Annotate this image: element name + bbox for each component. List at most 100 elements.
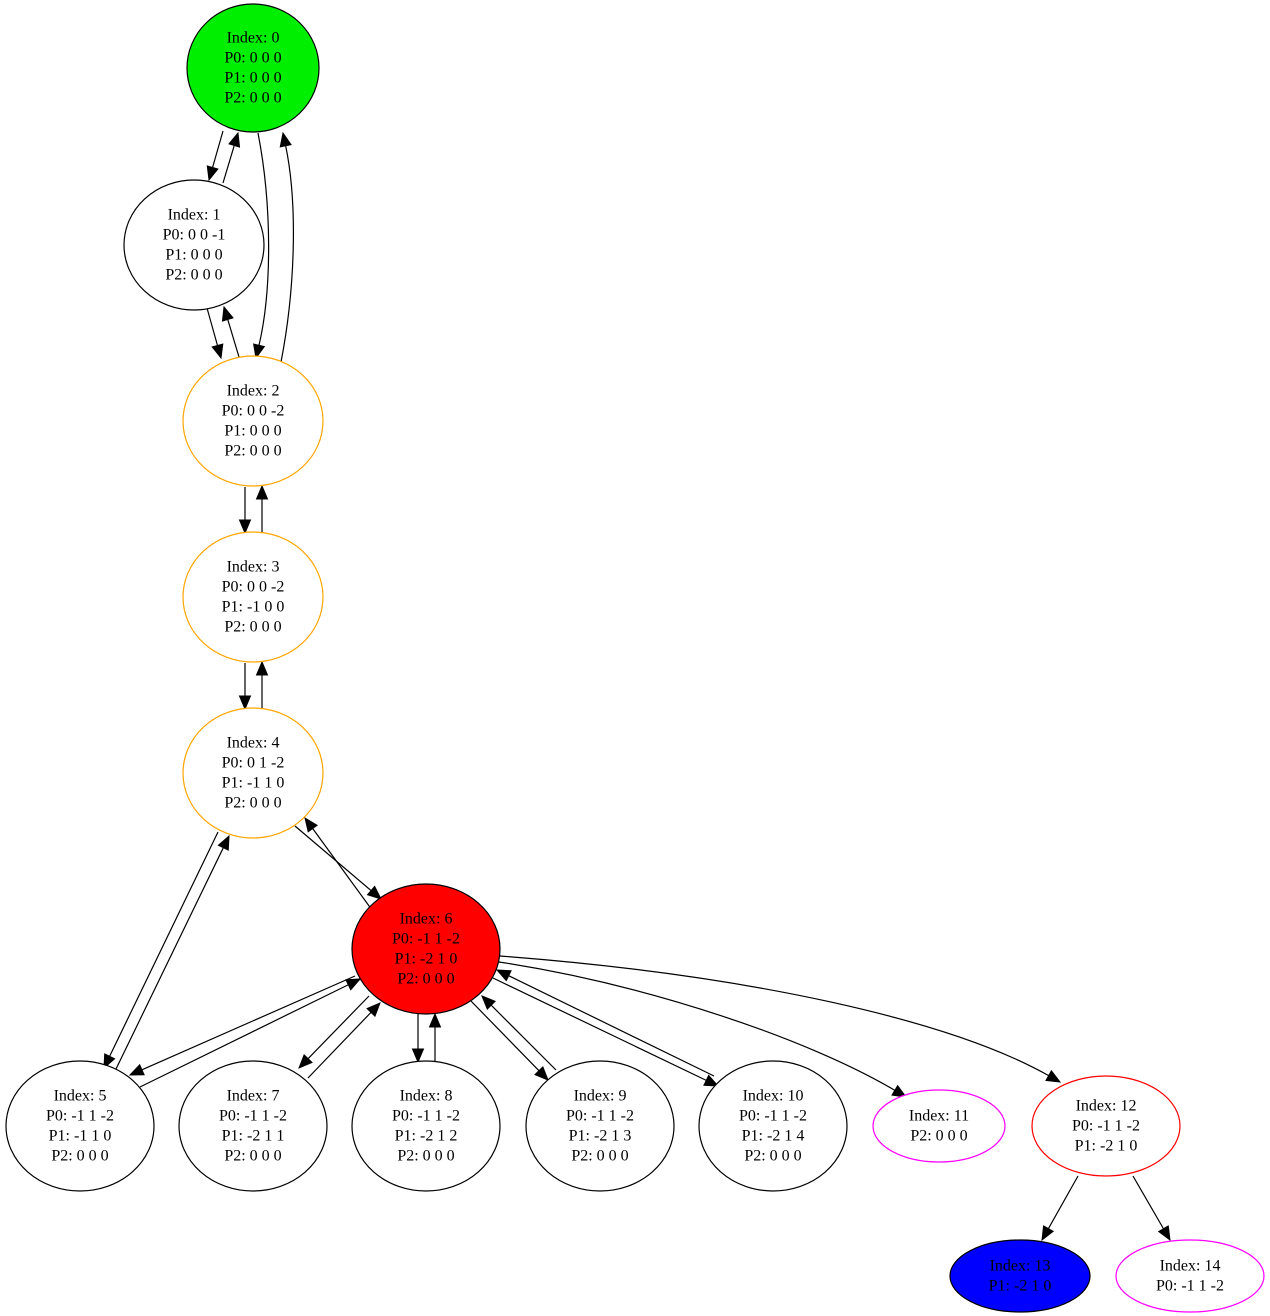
edge-n1-to-n0: [222, 131, 241, 184]
arrowhead-icon: [428, 1012, 442, 1028]
node-n4[interactable]: Index: 4P0: 0 1 -2P1: -1 1 0P2: 0 0 0: [182, 707, 324, 839]
edge-line: [1132, 1175, 1165, 1230]
node-n1[interactable]: Index: 1P0: 0 0 -1P1: 0 0 0P2: 0 0 0: [123, 179, 265, 311]
node-label-line: P0: -1 1 -2: [392, 1108, 460, 1125]
node-n2[interactable]: Index: 2P0: 0 0 -2P1: 0 0 0P2: 0 0 0: [182, 355, 324, 487]
node-label-line: P0: 0 1 -2: [222, 755, 285, 772]
node-n8[interactable]: Index: 8P0: -1 1 -2P1: -2 1 2P2: 0 0 0: [351, 1060, 501, 1192]
node-shape: [123, 179, 265, 311]
arrowhead-icon: [228, 131, 241, 148]
node-label-line: Index: 10: [743, 1088, 804, 1105]
node-shape: [182, 531, 324, 663]
node-label-line: P2: 0 0 0: [397, 1148, 454, 1165]
edge-n6-to-n11: [498, 961, 908, 1098]
edge-line: [307, 995, 370, 1060]
edge-line: [307, 1011, 372, 1079]
arrowhead-icon: [253, 343, 266, 360]
node-label-line: P2: 0 0 0: [397, 971, 454, 988]
edge-n0-to-n2: [253, 132, 270, 360]
arrowhead-icon: [345, 978, 362, 991]
node-label-line: Index: 2: [227, 383, 280, 400]
edge-n6-to-n8: [411, 1014, 425, 1064]
arrowhead-icon: [891, 1084, 908, 1098]
node-label-line: P2: 0 0 0: [910, 1128, 967, 1145]
node-shape: [5, 1060, 155, 1192]
edge-n6-to-n12: [499, 955, 1062, 1083]
edge-n2-to-n3: [238, 487, 252, 535]
arrowhead-icon: [481, 995, 496, 1010]
edge-line: [508, 975, 715, 1077]
edge-n9-to-n6: [481, 995, 557, 1071]
node-label-line: Index: 6: [400, 911, 453, 928]
node-shape: [182, 707, 324, 839]
node-shape: [525, 1060, 675, 1192]
node-label-line: P0: 0 0 -2: [222, 579, 285, 596]
node-label-line: P1: -2 1 4: [742, 1128, 805, 1145]
arrowhead-icon: [366, 885, 382, 900]
node-label-line: Index: 5: [54, 1088, 107, 1105]
node-label-line: P2: 0 0 0: [744, 1148, 801, 1165]
node-n6[interactable]: Index: 6P0: -1 1 -2P1: -2 1 0P2: 0 0 0: [351, 883, 501, 1015]
edges-layer: [103, 130, 1171, 1242]
edge-line: [492, 977, 707, 1081]
edge-line: [280, 145, 294, 363]
node-label-line: P1: 0 0 0: [224, 70, 281, 87]
arrowhead-icon: [366, 1002, 381, 1018]
edge-line: [227, 319, 240, 358]
edge-n5-to-n4: [115, 834, 230, 1070]
edge-line: [499, 955, 1049, 1077]
edge-line: [141, 975, 356, 1071]
arrowhead-icon: [238, 695, 252, 711]
edge-n10-to-n6: [495, 969, 715, 1077]
edge-line: [294, 825, 372, 892]
edge-n6-to-n10: [492, 977, 720, 1087]
node-n0[interactable]: Index: 0P0: 0 0 0P1: 0 0 0P2: 0 0 0: [186, 3, 320, 133]
arrowhead-icon: [495, 969, 512, 982]
node-label-line: P1: -2 1 3: [569, 1128, 632, 1145]
node-shape: [182, 355, 324, 487]
edge-n4-to-n5: [103, 831, 219, 1070]
arrowhead-icon: [1041, 1225, 1055, 1242]
nodes-layer: Index: 0P0: 0 0 0P1: 0 0 0P2: 0 0 0 Index…: [5, 3, 1265, 1313]
node-label-line: P1: -2 1 0: [989, 1278, 1052, 1295]
node-label-line: P2: 0 0 0: [224, 619, 281, 636]
arrowhead-icon: [211, 343, 224, 360]
arrowhead-icon: [279, 131, 292, 148]
arrowhead-icon: [411, 1048, 425, 1064]
node-n5[interactable]: Index: 5P0: -1 1 -2P1: -1 1 0P2: 0 0 0: [5, 1060, 155, 1192]
node-label-line: P2: 0 0 0: [224, 795, 281, 812]
node-label-line: Index: 3: [227, 559, 280, 576]
node-label-line: Index: 11: [909, 1108, 969, 1125]
node-shape: [178, 1060, 328, 1192]
arrowhead-icon: [238, 519, 252, 535]
node-label-line: Index: 4: [227, 735, 280, 752]
edge-n6-to-n9: [469, 999, 549, 1081]
node-label-line: P0: 0 0 -1: [163, 227, 226, 244]
arrowhead-icon: [304, 816, 319, 833]
node-label-line: P0: -1 1 -2: [566, 1108, 634, 1125]
node-n11[interactable]: Index: 11 P2: 0 0 0: [872, 1089, 1006, 1163]
node-label-line: P0: -1 1 -2: [219, 1108, 287, 1125]
node-shape: [351, 883, 501, 1015]
node-n3[interactable]: Index: 3P0: 0 0 -2P1: -1 0 0P2: 0 0 0: [182, 531, 324, 663]
edge-line: [109, 831, 219, 1057]
edge-n0-to-n1: [206, 130, 224, 182]
node-shape: [1031, 1075, 1181, 1177]
node-label-line: Index: 14: [1160, 1258, 1221, 1275]
edge-line: [206, 307, 219, 346]
node-label-line: P0: -1 1 -2: [46, 1108, 114, 1125]
node-label-line: P2: 0 0 0: [51, 1148, 108, 1165]
edge-line: [257, 132, 270, 346]
node-shape: [1115, 1239, 1265, 1313]
node-label-line: P1: -2 1 2: [395, 1128, 458, 1145]
arrowhead-icon: [1157, 1225, 1171, 1242]
node-n7[interactable]: Index: 7P0: -1 1 -2P1: -2 1 1P2: 0 0 0: [178, 1060, 328, 1192]
arrowhead-icon: [703, 1074, 720, 1087]
node-n9[interactable]: Index: 9P0: -1 1 -2P1: -2 1 3P2: 0 0 0: [525, 1060, 675, 1192]
arrowhead-icon: [1045, 1069, 1062, 1083]
